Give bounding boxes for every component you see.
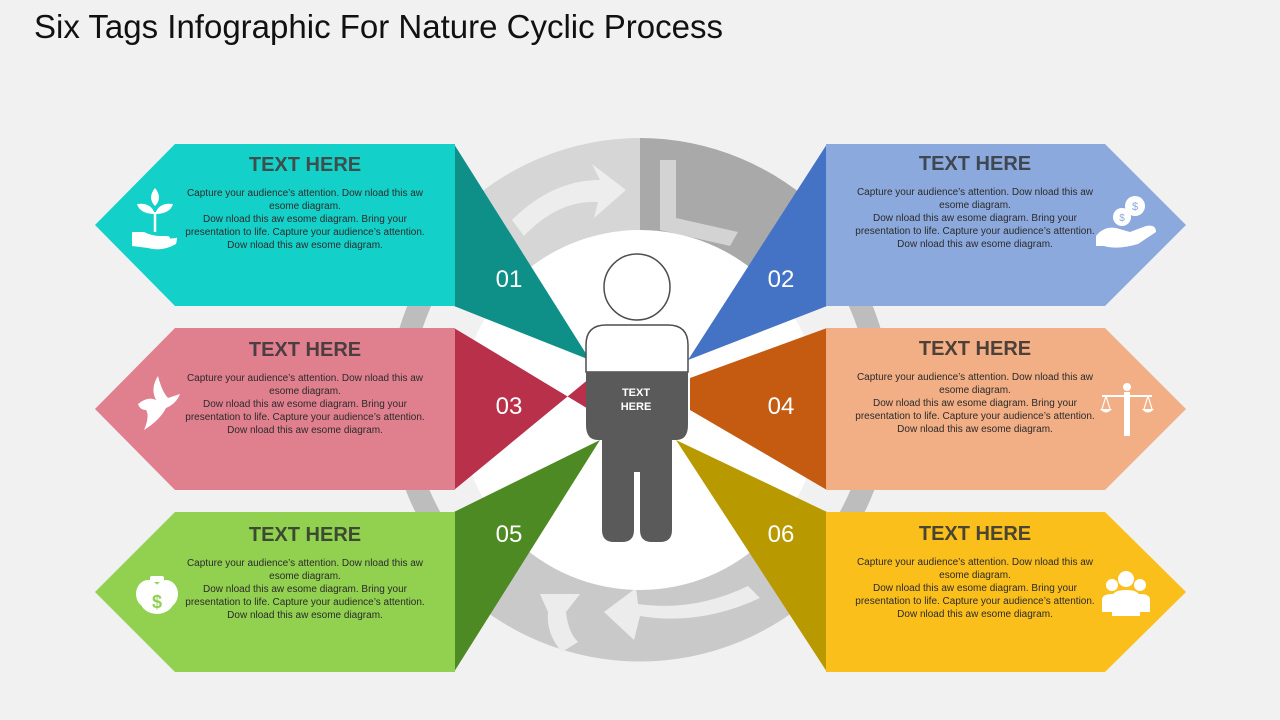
svg-text:$: $	[152, 592, 162, 612]
tag-05-heading: TEXT HERE	[248, 524, 362, 546]
coins-in-hand-icon: $ $	[1096, 196, 1156, 248]
tag-05-text: TEXT HERE Capture your audience’s attent…	[183, 524, 427, 622]
tag-03	[95, 328, 590, 490]
tag-06	[676, 440, 1186, 672]
tag-02-body: Capture your audience’s attention. Dow n…	[855, 187, 1095, 250]
tag-05-wedge	[454, 440, 600, 672]
tag-02-text: TEXT HERE Capture your audience’s attent…	[853, 153, 1097, 251]
tag-04-number: 04	[767, 393, 795, 420]
tag-06-text: TEXT HERE Capture your audience’s attent…	[853, 523, 1097, 621]
tag-03-body: Capture your audience’s attention. Dow n…	[185, 373, 425, 436]
svg-text:$: $	[1132, 201, 1138, 213]
tag-01-wedge	[454, 144, 590, 360]
tag-04-body: Capture your audience’s attention. Dow n…	[855, 372, 1095, 435]
tag-04	[690, 328, 1186, 490]
person-figure	[585, 253, 689, 542]
cycle-arrow-bottom-left-icon	[540, 594, 580, 652]
tag-06-body: Capture your audience’s attention. Dow n…	[855, 557, 1095, 620]
tag-03-banner	[95, 328, 455, 490]
tag-02-banner	[826, 144, 1186, 306]
tag-02-heading: TEXT HERE	[918, 153, 1032, 175]
dove-icon	[138, 376, 180, 430]
tag-01-body: Capture your audience’s attention. Dow n…	[185, 188, 425, 251]
justice-scale-icon	[1100, 383, 1154, 436]
tag-02-wedge	[688, 144, 827, 360]
tag-03-number: 03	[495, 393, 523, 420]
tag-04-heading: TEXT HERE	[918, 338, 1032, 360]
person-head	[603, 253, 671, 321]
tag-01	[95, 144, 590, 360]
svg-text:$: $	[1119, 213, 1125, 224]
tag-02	[688, 144, 1186, 360]
tag-03-text: TEXT HERE Capture your audience’s attent…	[183, 339, 427, 437]
cycle-arrow-top-right-icon	[660, 160, 738, 246]
plant-in-hand-icon	[132, 188, 177, 250]
cycle-arrow-top-icon	[512, 164, 626, 236]
tag-05-body: Capture your audience’s attention. Dow n…	[185, 558, 425, 621]
tag-06-wedge	[676, 440, 827, 672]
tag-01-banner	[95, 144, 455, 306]
tag-06-banner	[826, 512, 1186, 672]
tag-02-number: 02	[767, 266, 795, 293]
tag-01-number: 01	[495, 266, 523, 293]
tag-05-banner	[95, 512, 455, 672]
tag-01-text: TEXT HERE Capture your audience’s attent…	[183, 154, 427, 252]
tag-03-wedge	[454, 328, 590, 490]
center-label: TEXT HERE	[620, 387, 652, 413]
tag-04-wedge	[690, 328, 827, 490]
tag-06-number: 06	[767, 521, 795, 548]
cycle-arrow-bottom-icon	[604, 586, 760, 640]
tag-03-heading: TEXT HERE	[248, 339, 362, 361]
tag-04-text: TEXT HERE Capture your audience’s attent…	[853, 338, 1097, 436]
tag-04-banner	[826, 328, 1186, 490]
person-body	[586, 372, 688, 542]
person-torso	[585, 324, 689, 373]
money-bags-icon: $	[136, 576, 178, 614]
tag-06-heading: TEXT HERE	[918, 523, 1032, 545]
tag-01-heading: TEXT HERE	[248, 154, 362, 176]
people-group-icon	[1102, 571, 1150, 616]
tag-05-number: 05	[495, 521, 523, 548]
tag-05	[95, 440, 600, 672]
page-title: Six Tags Infographic For Nature Cyclic P…	[34, 8, 723, 45]
